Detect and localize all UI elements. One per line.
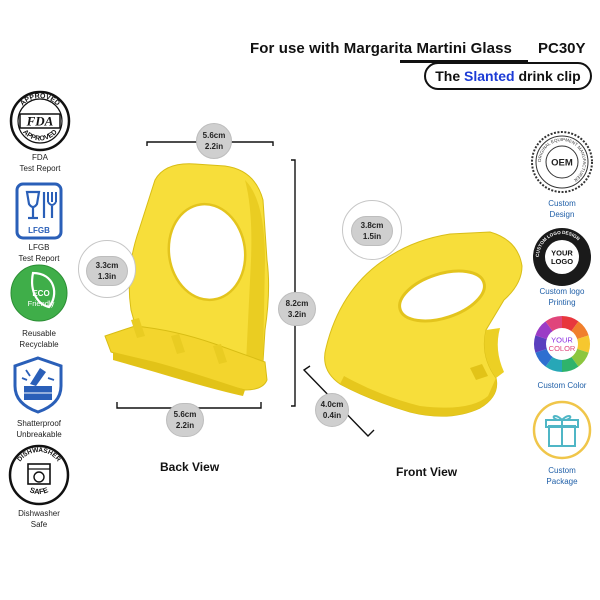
eco-caption-line2: Recyclable	[19, 340, 59, 349]
custom-logo-caption-line1: Custom logo	[539, 287, 585, 296]
gift-box-icon	[532, 400, 592, 460]
fda-caption-line2: Test Report	[19, 164, 61, 173]
oem-caption: Custom Design	[522, 198, 600, 220]
svg-text:LFGB: LFGB	[28, 226, 50, 235]
custom-package-caption: Custom Package	[522, 465, 600, 487]
shatterproof-caption: Shatterproof Unbreakable	[0, 418, 79, 440]
subtitle-suffix: drink clip	[518, 68, 581, 84]
dim-back-height-in: 3.2in	[287, 310, 307, 319]
subtitle-prefix: The	[435, 68, 461, 84]
fda-caption: FDA Test Report	[0, 152, 80, 174]
shatterproof-caption-line2: Unbreakable	[16, 430, 62, 439]
back-height-dim-line	[291, 159, 296, 407]
eco-caption: Reusable Recyclable	[0, 328, 79, 350]
oem-seal-icon: ORIGINAL EQUIPMENT MANUFACTURER OEM	[531, 131, 593, 193]
dishwasher-caption: Dishwasher Safe	[0, 508, 79, 530]
dim-back-left-cm: 3.3cm	[95, 261, 119, 270]
dishwasher-safe-icon: DISHWASHER SAFE	[8, 444, 70, 506]
dim-back-bottom-in: 2.2in	[175, 421, 195, 430]
svg-text:OEM: OEM	[551, 158, 573, 169]
subtitle-pill: The Slanted drink clip	[424, 62, 592, 90]
custom-logo-icon: CUSTOM LOGO DESIGN YOUR LOGO	[533, 228, 591, 286]
shatterproof-caption-line1: Shatterproof	[16, 419, 62, 428]
dim-back-top-in: 2.2in	[204, 142, 224, 151]
custom-package-caption-line1: Custom	[548, 466, 576, 475]
svg-text:YOUR: YOUR	[551, 249, 573, 258]
front-view-label: Front View	[396, 465, 458, 479]
dim-back-left: 3.3cm 1.3in	[86, 256, 128, 286]
dim-back-height-cm: 8.2cm	[285, 299, 309, 308]
custom-color-caption-line1: Custom Color	[537, 381, 587, 390]
fda-caption-line1: FDA	[32, 153, 48, 162]
custom-color-caption: Custom Color	[522, 380, 600, 391]
dim-back-height: 8.2cm 3.2in	[278, 292, 316, 326]
svg-text:LOGO: LOGO	[551, 257, 573, 266]
dim-back-left-in: 1.3in	[97, 272, 117, 281]
svg-text:YOUR: YOUR	[551, 336, 573, 345]
oem-caption-line1: Custom	[548, 199, 576, 208]
custom-logo-caption-line2: Printing	[548, 298, 576, 307]
svg-text:COLOR: COLOR	[549, 344, 576, 353]
custom-logo-caption: Custom logo Printing	[522, 286, 600, 308]
fda-approved-icon: APPROVED APPROVED FDA	[9, 90, 71, 152]
back-view-illustration	[104, 141, 296, 409]
lfgb-caption-line2: Test Report	[18, 254, 60, 263]
subtitle-highlight: Slanted	[464, 68, 515, 84]
title-underline	[400, 60, 528, 63]
svg-text:FDA: FDA	[26, 114, 54, 129]
dim-front-hole-in: 1.5in	[362, 232, 382, 241]
svg-text:SAFE: SAFE	[29, 485, 50, 496]
color-wheel-icon: YOUR COLOR	[534, 316, 590, 372]
dim-front-hole: 3.8cm 1.5in	[351, 216, 393, 246]
back-view-label: Back View	[160, 460, 220, 474]
dim-front-depth-in: 0.4in	[322, 411, 342, 420]
dim-back-top: 5.6cm 2.2in	[196, 123, 232, 159]
product-code: PC30Y	[538, 40, 586, 57]
svg-text:ECO: ECO	[32, 289, 49, 298]
custom-package-caption-line2: Package	[546, 477, 578, 486]
lfgb-icon: LFGB	[15, 182, 63, 240]
product-title: For use with Margarita Martini Glass	[250, 40, 512, 57]
eco-friendly-icon: ECO Friendly	[10, 264, 68, 322]
dim-back-bottom-cm: 5.6cm	[173, 410, 197, 419]
lfgb-caption: LFGB Test Report	[0, 242, 79, 264]
eco-caption-line1: Reusable	[22, 329, 56, 338]
dim-back-top-cm: 5.6cm	[202, 131, 226, 140]
dim-front-depth-cm: 4.0cm	[320, 400, 344, 409]
dim-front-depth: 4.0cm 0.4in	[315, 393, 349, 427]
dim-front-hole-cm: 3.8cm	[360, 221, 384, 230]
dishwasher-caption-line1: Dishwasher	[18, 509, 60, 518]
oem-caption-line2: Design	[549, 210, 575, 219]
lfgb-caption-line1: LFGB	[28, 243, 50, 252]
dishwasher-caption-line2: Safe	[30, 520, 48, 529]
dim-back-bottom: 5.6cm 2.2in	[166, 403, 204, 437]
svg-text:Friendly: Friendly	[28, 299, 55, 308]
shatterproof-icon	[13, 356, 63, 414]
